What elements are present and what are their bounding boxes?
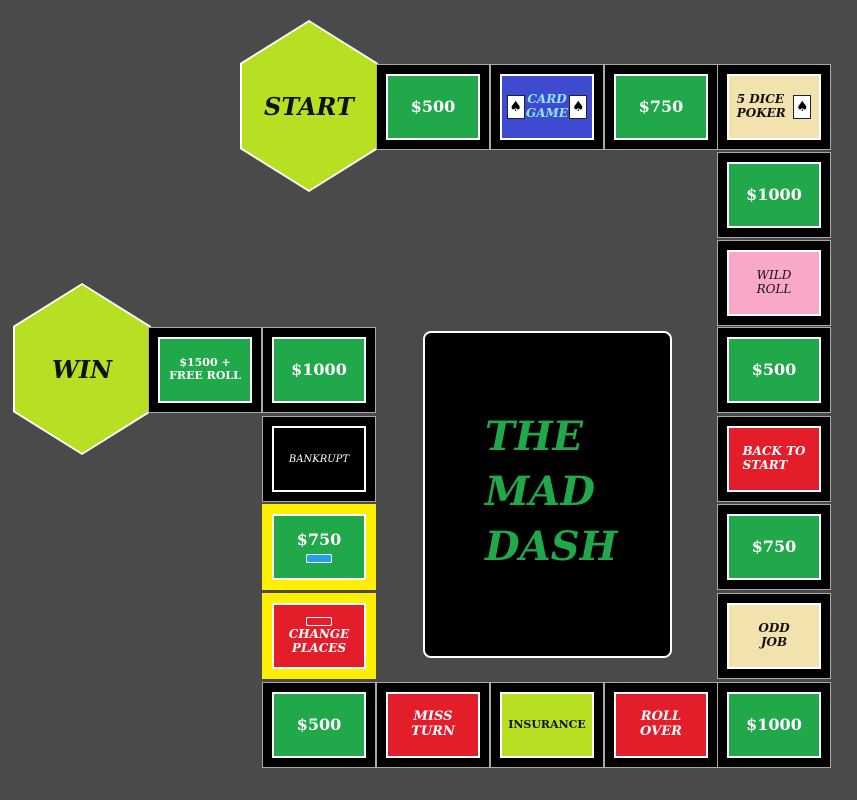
tile-label: $1500 + <box>179 356 231 370</box>
tile-label: $500 <box>751 359 797 379</box>
tile-roll-over[interactable]: ROLL OVER <box>604 682 718 768</box>
win-label: WIN <box>51 354 113 384</box>
tile-label: ROLL <box>640 709 682 725</box>
tile-insurance[interactable]: INSURANCE <box>490 682 604 768</box>
tile-500-right[interactable]: $500 <box>717 327 831 413</box>
tile-label: CARD <box>527 92 567 107</box>
tile-label: $750 <box>751 536 797 556</box>
tile-label: OVER <box>640 724 682 739</box>
title-line: MAD <box>485 468 595 515</box>
tile-label: $750 <box>296 530 342 550</box>
start-space: START <box>240 20 378 192</box>
tile-label: POKER <box>736 106 786 120</box>
spade-card-icon: ♠ <box>793 95 812 119</box>
tile-750-right[interactable]: $750 <box>717 504 831 590</box>
tile-back-to-start[interactable]: BACK TO START <box>717 416 831 502</box>
tile-miss-turn[interactable]: MISS TURN <box>376 682 490 768</box>
tile-wild-roll[interactable]: WILD ROLL <box>717 240 831 326</box>
spade-card-icon: ♠ <box>506 95 525 119</box>
title-card: THE MAD DASH <box>423 331 672 658</box>
tile-label: CHANGE <box>288 626 350 641</box>
tile-label: ODD <box>758 621 790 636</box>
player-token[interactable] <box>306 553 332 563</box>
tile-label: TURN <box>411 724 455 739</box>
tile-5-dice-poker[interactable]: 5 DICE POKER ♠ <box>717 64 831 150</box>
tile-label: $1000 <box>746 184 802 204</box>
tile-odd-job[interactable]: ODD JOB <box>717 593 831 679</box>
win-space: WIN <box>13 283 151 455</box>
tile-1500-free-roll[interactable]: $1500 + FREE ROLL <box>148 327 262 413</box>
tile-label: $500 <box>410 96 456 116</box>
tile-label: FREE ROLL <box>169 369 241 382</box>
token-marker[interactable] <box>306 616 332 626</box>
tile-label: $1000 <box>291 359 347 379</box>
tile-1000-left[interactable]: $1000 <box>262 327 376 413</box>
tile-label: BANKRUPT <box>288 453 350 465</box>
tile-750-left[interactable]: $750 <box>262 504 376 590</box>
tile-label: WILD <box>756 268 792 283</box>
title-line: DASH <box>485 523 618 570</box>
tile-label: 5 DICE <box>736 92 784 107</box>
title-line: THE <box>485 413 584 460</box>
tile-label: $750 <box>638 96 684 116</box>
tile-label: PLACES <box>291 640 347 655</box>
tile-500-bottom[interactable]: $500 <box>262 682 376 768</box>
tile-500-top[interactable]: $500 <box>376 64 490 150</box>
tile-change-places[interactable]: CHANGE PLACES <box>262 593 376 679</box>
tile-label: ROLL <box>756 282 792 296</box>
tile-label: $1000 <box>746 714 802 734</box>
tile-card-game[interactable]: ♠ CARD GAME ♠ <box>490 64 604 150</box>
tile-label: $500 <box>296 714 342 734</box>
tile-1000-corner[interactable]: $1000 <box>717 682 831 768</box>
spade-card-icon: ♠ <box>569 95 588 119</box>
tile-label: INSURANCE <box>508 717 586 731</box>
tile-label: MISS <box>413 709 453 725</box>
tile-bankrupt[interactable]: BANKRUPT <box>262 416 376 502</box>
tile-label: START <box>742 458 788 472</box>
tile-label: GAME <box>525 106 568 120</box>
tile-label: JOB <box>760 635 788 649</box>
tile-1000-right[interactable]: $1000 <box>717 152 831 238</box>
tile-750-top[interactable]: $750 <box>604 64 718 150</box>
tile-label: BACK TO <box>742 444 806 459</box>
start-label: START <box>264 91 354 121</box>
